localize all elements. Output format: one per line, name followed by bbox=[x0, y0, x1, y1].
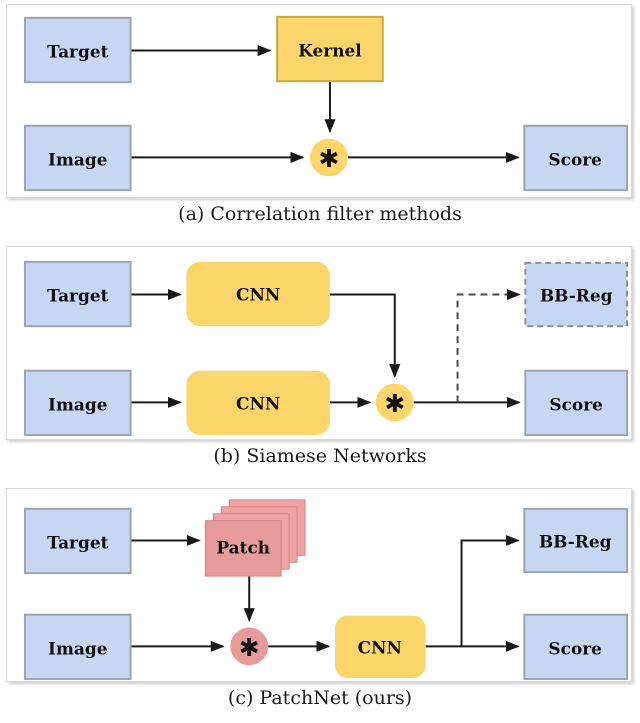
node-correlation-operator[interactable]: ✱ bbox=[375, 383, 414, 422]
caption-panel-c: (c) PatchNet (ours) bbox=[227, 687, 413, 709]
node-target-label: Target bbox=[47, 532, 109, 552]
node-target[interactable]: Target bbox=[23, 260, 132, 328]
node-target[interactable]: Target bbox=[23, 16, 132, 84]
node-kernel[interactable]: Kernel bbox=[276, 15, 384, 83]
node-cnn-bottom-label: CNN bbox=[236, 393, 280, 413]
node-score[interactable]: Score bbox=[523, 124, 629, 192]
caption-panel-b: (b) Siamese Networks bbox=[213, 445, 427, 467]
panel-a-diagram: Target Kernel Image ✱ Score bbox=[23, 15, 629, 192]
node-correlation-operator[interactable]: ✱ bbox=[310, 138, 348, 177]
node-bb-reg-label: BB-Reg bbox=[540, 286, 613, 306]
node-image-label: Image bbox=[48, 394, 107, 414]
node-target[interactable]: Target bbox=[23, 507, 132, 575]
caption-panel-a: (a) Correlation filter methods bbox=[178, 203, 462, 225]
edge-branch-to-bb-reg bbox=[456, 288, 521, 403]
node-image[interactable]: Image bbox=[23, 613, 132, 681]
node-score-label: Score bbox=[548, 149, 602, 169]
node-image[interactable]: Image bbox=[23, 369, 132, 437]
correlation-operator-glyph: ✱ bbox=[384, 389, 405, 418]
node-image-label: Image bbox=[48, 638, 107, 658]
node-image[interactable]: Image bbox=[23, 124, 132, 192]
node-score-label: Score bbox=[549, 394, 603, 414]
correlation-operator-glyph: ✱ bbox=[319, 144, 340, 173]
node-cnn[interactable]: CNN bbox=[334, 615, 426, 679]
edge-cnn-to-bb-reg bbox=[460, 534, 520, 647]
panel-siamese-networks: Target CNN Image CNN ✱ BB-Reg bbox=[6, 246, 632, 440]
node-correlation-operator[interactable]: ✱ bbox=[230, 627, 269, 666]
node-cnn-bottom[interactable]: CNN bbox=[186, 370, 330, 436]
node-image-label: Image bbox=[48, 149, 107, 169]
node-score[interactable]: Score bbox=[524, 369, 629, 437]
node-cnn-top-label: CNN bbox=[236, 285, 280, 305]
node-score[interactable]: Score bbox=[523, 613, 629, 681]
node-kernel-label: Kernel bbox=[298, 41, 362, 61]
panel-b-diagram: Target CNN Image CNN ✱ BB-Reg bbox=[23, 260, 629, 437]
node-score-label: Score bbox=[548, 638, 602, 658]
node-bb-reg-label: BB-Reg bbox=[539, 531, 612, 551]
panel-correlation-filter: Target Kernel Image ✱ Score bbox=[6, 4, 632, 198]
node-target-label: Target bbox=[47, 42, 109, 62]
panel-c-diagram: Target Patch Image ✱ CNN bbox=[23, 499, 629, 681]
node-bb-reg[interactable]: BB-Reg bbox=[523, 507, 629, 574]
node-cnn-label: CNN bbox=[358, 637, 402, 657]
edge-cnn-top-to-operator bbox=[329, 293, 401, 379]
correlation-operator-glyph: ✱ bbox=[239, 633, 260, 662]
node-patch-stack[interactable]: Patch bbox=[204, 499, 306, 577]
node-bb-reg[interactable]: BB-Reg bbox=[524, 261, 629, 328]
node-cnn-top[interactable]: CNN bbox=[186, 261, 330, 327]
node-target-label: Target bbox=[47, 286, 109, 306]
panel-patchnet: Target Patch Image ✱ CNN bbox=[6, 488, 632, 682]
node-patch-label: Patch bbox=[216, 537, 270, 557]
